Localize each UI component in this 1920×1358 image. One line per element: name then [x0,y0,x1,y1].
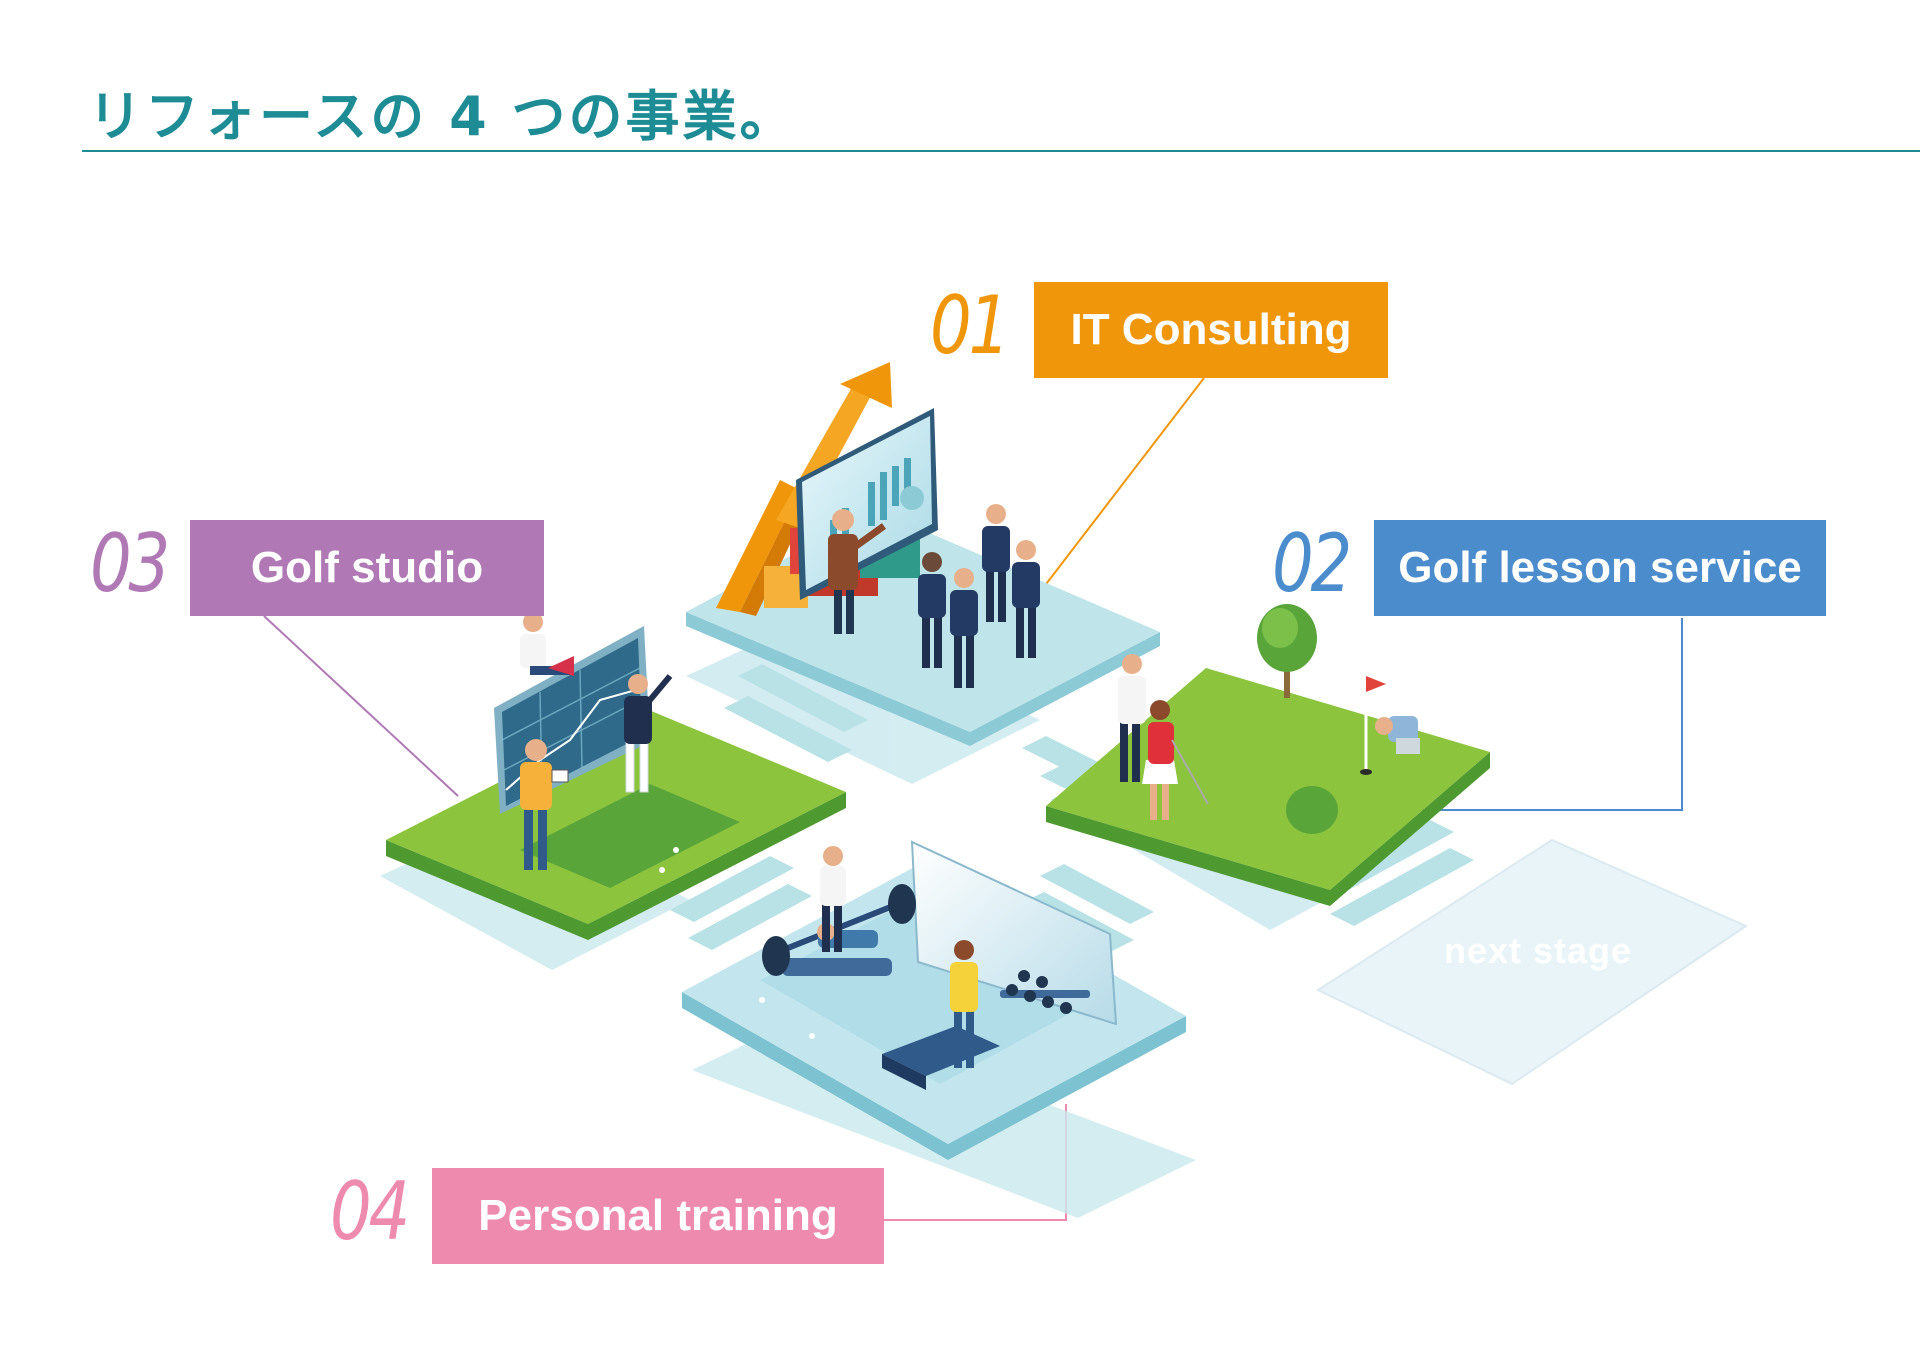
business-label-golf-studio: Golf studio [190,520,544,616]
golfer-figure [624,674,673,793]
crouching-golfer [1375,716,1420,754]
platform-golf-lesson [1046,604,1490,906]
coach-figure [520,739,569,870]
business-people [918,504,1040,688]
bush [1286,786,1338,834]
business-label-it-consulting: IT Consulting [1034,282,1388,378]
dumbbell-rack [1000,970,1090,1014]
connector-01 [1039,377,1205,593]
business-number-04: 04 [330,1165,410,1258]
page-title: リフォースの 4 つの事業。 [88,85,797,148]
business-label-golf-lesson-service: Golf lesson service [1374,520,1826,616]
golf-flag [1360,676,1386,775]
platform-it-consulting [686,362,1160,746]
title-divider [82,150,1920,152]
platform-personal-training [682,840,1186,1160]
gym-mirror [910,840,1118,1026]
tree [1257,604,1317,698]
business-number-03: 03 [90,517,170,610]
lesson-figures [1118,654,1209,820]
next-stage-platform [1315,838,1749,1086]
business-number-02: 02 [1272,517,1352,610]
connector-03 [263,615,459,797]
platform-golf-studio [386,612,846,940]
connector-02 [1400,618,1683,811]
business-number-01: 01 [930,279,1010,372]
laptop-figure [520,612,574,676]
next-stage-label: next stage [1444,930,1633,971]
presenter-figure [828,509,887,634]
business-label-personal-training: Personal training [432,1168,884,1264]
spotter-figure [820,846,846,952]
